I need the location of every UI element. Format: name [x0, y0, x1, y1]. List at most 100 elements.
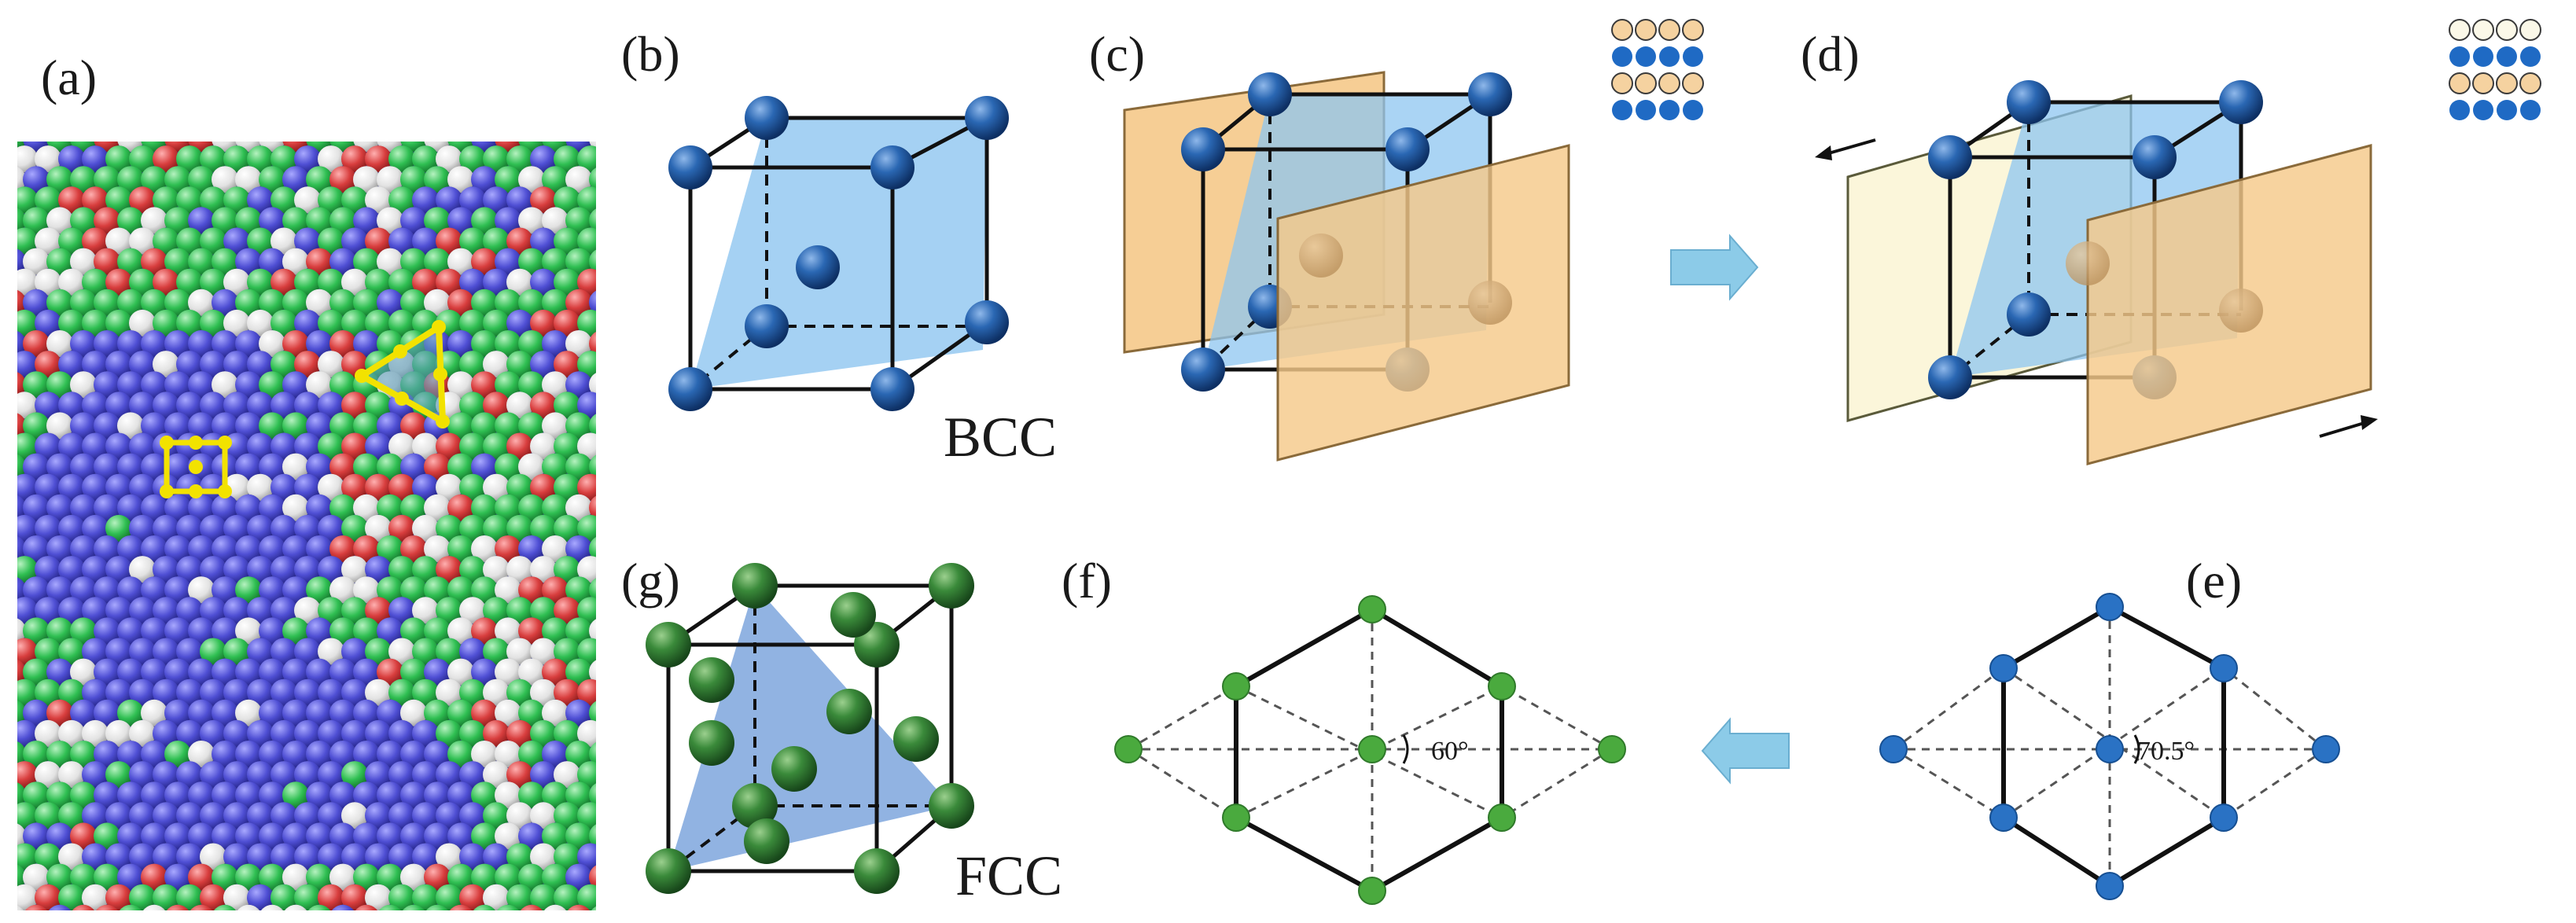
- md-atom: [577, 597, 596, 624]
- md-atom: [518, 658, 545, 686]
- md-atom: [259, 822, 285, 850]
- md-atom: [589, 167, 596, 192]
- md-atom: [412, 473, 439, 501]
- md-atom: [235, 741, 262, 767]
- bcc-atoms: [668, 96, 1009, 411]
- md-atom: [23, 494, 50, 521]
- md-atom: [341, 638, 368, 665]
- md-atom: [259, 412, 285, 439]
- md-atom: [82, 802, 109, 829]
- md-atom: [141, 453, 167, 480]
- md-atoms: [17, 142, 627, 911]
- md-atom: [94, 863, 120, 891]
- md-atom: [164, 863, 191, 891]
- md-atom: [341, 309, 368, 336]
- md-atom: [565, 822, 592, 850]
- md-atom: [94, 371, 120, 399]
- bcc-diagonal-plane: [690, 118, 987, 389]
- md-atom: [247, 678, 274, 706]
- md-atom: [424, 166, 451, 193]
- md-atom: [471, 576, 498, 604]
- md-atom: [58, 145, 85, 173]
- md-atom: [82, 145, 109, 173]
- md-atom: [294, 309, 321, 336]
- md-atom: [259, 741, 285, 767]
- md-atom: [318, 761, 344, 789]
- md-atom: [164, 822, 191, 850]
- md-atom: [176, 678, 203, 706]
- md-atom: [58, 351, 85, 378]
- md-atom: [601, 433, 627, 460]
- md-atom: [235, 658, 262, 686]
- md-atom: [377, 535, 403, 562]
- md-atom: [306, 699, 333, 726]
- md-atom: [17, 309, 38, 336]
- md-atom: [403, 904, 425, 910]
- md-atom: [176, 843, 203, 870]
- md-atom: [141, 822, 167, 850]
- md-atom: [46, 166, 73, 193]
- md-atom: [17, 618, 26, 644]
- md-atom: [176, 227, 203, 255]
- md-atom: [565, 330, 592, 357]
- md-atom: [565, 412, 592, 439]
- md-atom: [447, 412, 474, 439]
- md-atom: [521, 904, 543, 910]
- md-atom: [542, 166, 569, 193]
- md-atom: [459, 432, 486, 460]
- panel-b: (b) BCC: [621, 26, 1057, 469]
- md-atom: [589, 701, 596, 725]
- md-atom: [459, 145, 486, 173]
- md-atom: [412, 145, 439, 173]
- md-atom: [200, 186, 226, 214]
- md-atom: [17, 536, 26, 561]
- md-atom: [82, 761, 109, 789]
- md-atom: [46, 741, 73, 767]
- md-atom: [282, 576, 309, 604]
- md-atom: [282, 741, 309, 767]
- md-atom: [506, 392, 533, 419]
- md-atom: [35, 719, 61, 747]
- md-atom: [483, 432, 510, 460]
- md-atom: [212, 576, 238, 604]
- md-atom: [46, 412, 73, 439]
- md-atom: [306, 658, 333, 686]
- md-atom: [235, 576, 262, 604]
- md-atom: [542, 699, 569, 726]
- md-atom: [353, 289, 380, 316]
- md-atom: [447, 289, 474, 316]
- md-atom: [141, 741, 167, 767]
- md-atom: [436, 761, 462, 789]
- md-atom: [200, 145, 226, 173]
- md-atom: [23, 371, 50, 399]
- md-atom: [176, 597, 203, 624]
- md-atom: [483, 227, 510, 255]
- md-atom: [35, 392, 61, 419]
- md-atom: [35, 473, 61, 501]
- md-atom: [164, 412, 191, 439]
- md-atom: [176, 351, 203, 378]
- md-atom: [306, 371, 333, 399]
- md-atom: [495, 207, 521, 234]
- md-atom: [247, 719, 274, 747]
- md-atom: [58, 556, 85, 583]
- md-atom: [294, 556, 321, 583]
- md-atom: [35, 678, 61, 706]
- md-atom: [601, 802, 627, 829]
- md-atom: [577, 843, 596, 870]
- md-atom: [601, 884, 627, 911]
- md-atom: [94, 781, 120, 809]
- md-atom: [530, 638, 557, 665]
- md-atom: [17, 741, 26, 767]
- md-atom: [117, 453, 144, 480]
- md-atom: [270, 392, 297, 419]
- md-atom: [17, 905, 24, 910]
- md-atom: [471, 822, 498, 850]
- md-atom: [105, 678, 132, 706]
- md-atom: [318, 268, 344, 296]
- md-atom: [23, 412, 50, 439]
- md-atom: [554, 802, 580, 829]
- md-atom: [70, 699, 97, 726]
- md-atom: [341, 473, 368, 501]
- md-atom: [353, 741, 380, 767]
